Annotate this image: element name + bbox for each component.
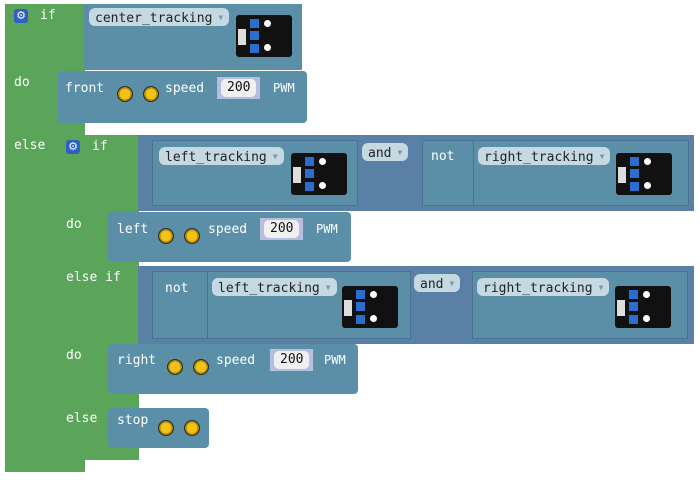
right-tracking-dropdown[interactable]: right_tracking ▼ xyxy=(477,278,610,296)
wheels-icon xyxy=(117,86,159,106)
speed-value: 200 xyxy=(274,351,310,369)
stop-block[interactable]: stop xyxy=(108,408,209,448)
wheels-icon xyxy=(158,228,200,248)
left-tracking-block[interactable]: left_tracking ▼ xyxy=(207,271,411,339)
right-block[interactable]: right speed 200 PWM xyxy=(108,344,358,394)
dropdown-arrow-icon: ▼ xyxy=(449,279,455,288)
dropdown-arrow-icon: ▼ xyxy=(599,152,605,161)
stop-label: stop xyxy=(117,413,149,428)
and-operator-dropdown[interactable]: and ▼ xyxy=(362,143,409,161)
front-speed-input[interactable]: 200 xyxy=(217,77,261,99)
dropdown-value: left_tracking xyxy=(165,150,267,165)
right-tracking-block[interactable]: right_tracking ▼ xyxy=(473,140,689,206)
gear-icon[interactable]: ⚙ xyxy=(66,140,80,154)
left-tracking-block[interactable]: left_tracking ▼ xyxy=(152,140,358,206)
center-tracking-block[interactable]: center_tracking ▼ xyxy=(84,4,302,70)
inner-if-block[interactable] xyxy=(57,135,139,460)
do-label: do xyxy=(66,217,82,232)
tracking-sensor-image xyxy=(616,153,672,195)
tracking-sensor-image xyxy=(236,15,292,57)
dropdown-arrow-icon: ▼ xyxy=(598,283,604,292)
wheels-icon xyxy=(158,420,200,440)
right-tracking-dropdown[interactable]: right_tracking ▼ xyxy=(478,147,611,165)
dropdown-arrow-icon: ▼ xyxy=(272,152,278,161)
if-label: if xyxy=(92,139,108,154)
if-label: if xyxy=(40,8,56,23)
else-label: else xyxy=(66,411,98,426)
speed-label: speed xyxy=(208,222,248,237)
and-operator-dropdown[interactable]: and ▼ xyxy=(414,274,461,292)
and-condition-block[interactable]: not left_tracking ▼ and ▼ right_tracking ▼ xyxy=(138,266,694,344)
tracking-sensor-image xyxy=(291,153,347,195)
dropdown-value: left_tracking xyxy=(218,281,320,296)
speed-label: speed xyxy=(216,353,256,368)
left-tracking-dropdown[interactable]: left_tracking ▼ xyxy=(212,278,337,296)
dropdown-value: right_tracking xyxy=(483,281,593,296)
right-tracking-block[interactable]: right_tracking ▼ xyxy=(472,271,688,339)
speed-value: 200 xyxy=(221,79,257,97)
do-label: do xyxy=(66,348,82,363)
dropdown-arrow-icon: ▼ xyxy=(218,13,224,22)
dropdown-value: center_tracking xyxy=(95,11,213,26)
tracking-sensor-image xyxy=(342,286,398,328)
pwm-label: PWM xyxy=(324,353,346,367)
dropdown-arrow-icon: ▼ xyxy=(397,148,403,157)
else-if-label: else if xyxy=(66,270,121,285)
gear-icon[interactable]: ⚙ xyxy=(14,9,28,23)
pwm-label: PWM xyxy=(273,81,295,95)
left-label: left xyxy=(117,222,149,237)
speed-label: speed xyxy=(165,81,205,96)
wheels-icon xyxy=(167,359,209,379)
speed-value: 200 xyxy=(264,220,300,238)
and-condition-block[interactable]: left_tracking ▼ and ▼ not right_tracking ▼ xyxy=(138,135,694,211)
left-block[interactable]: left speed 200 PWM xyxy=(108,212,351,262)
tracking-sensor-image xyxy=(615,286,671,328)
else-label: else xyxy=(14,138,46,153)
dropdown-arrow-icon: ▼ xyxy=(325,283,331,292)
pwm-label: PWM xyxy=(316,222,338,236)
dropdown-value: and xyxy=(420,277,444,292)
right-label: right xyxy=(117,353,157,368)
not-block[interactable]: not left_tracking ▼ xyxy=(152,271,411,339)
center-tracking-dropdown[interactable]: center_tracking ▼ xyxy=(89,8,230,26)
left-tracking-dropdown[interactable]: left_tracking ▼ xyxy=(159,147,284,165)
dropdown-value: and xyxy=(368,146,392,161)
do-label: do xyxy=(14,75,30,90)
front-block[interactable]: front speed 200 PWM xyxy=(57,71,307,123)
dropdown-value: right_tracking xyxy=(484,150,594,165)
not-block[interactable]: not right_tracking ▼ xyxy=(422,140,689,206)
not-label: not xyxy=(165,281,189,296)
right-speed-input[interactable]: 200 xyxy=(270,349,314,371)
left-speed-input[interactable]: 200 xyxy=(260,218,304,240)
not-label: not xyxy=(431,149,455,164)
front-label: front xyxy=(65,81,105,96)
